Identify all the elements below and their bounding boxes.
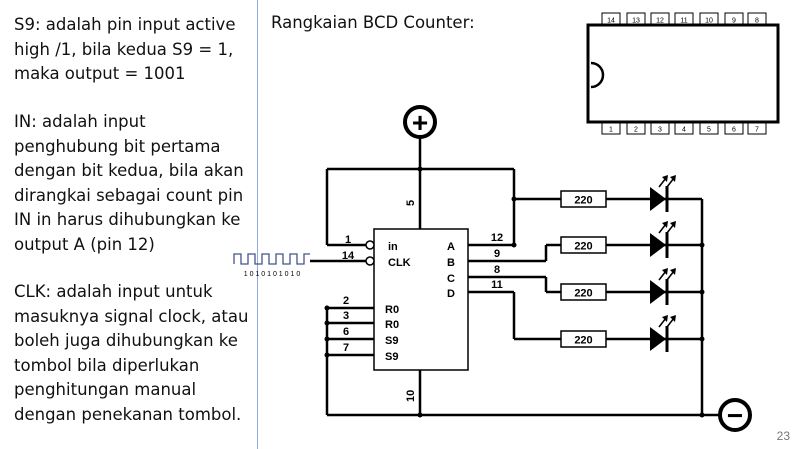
chip-pin-number: 4 bbox=[682, 127, 686, 134]
chip-reset-label: R0 bbox=[385, 304, 399, 316]
chip-pin-number: 12 bbox=[656, 18, 664, 25]
in-line: dirangkai sebagai count pin bbox=[14, 185, 244, 205]
chip-pin-number: 13 bbox=[632, 18, 640, 25]
in-line: output A (pin 12) bbox=[14, 234, 155, 254]
junction-dot bbox=[699, 289, 705, 295]
reset-pin-number: 6 bbox=[343, 326, 349, 338]
resistor-value: 220 bbox=[574, 195, 592, 207]
chip-reset-label: R0 bbox=[385, 319, 399, 331]
note-in: IN: adalah input penghubung bit pertama de… bbox=[14, 110, 244, 257]
junction-dot bbox=[324, 352, 330, 358]
reset-pin-number: 2 bbox=[343, 295, 349, 307]
chip-pin-number: 7 bbox=[755, 127, 759, 134]
led-icon bbox=[650, 327, 666, 351]
light-arrow-head bbox=[670, 315, 676, 322]
junction-dot bbox=[324, 305, 330, 311]
gnd-pin-number: 10 bbox=[405, 390, 417, 402]
chip-output-label: A bbox=[447, 241, 455, 253]
led-icon bbox=[650, 280, 666, 304]
junction-dot bbox=[417, 412, 423, 418]
resistor-value: 220 bbox=[574, 241, 592, 253]
led-icon bbox=[650, 187, 666, 211]
output-pin-number: 12 bbox=[491, 232, 503, 244]
light-arrow-head bbox=[662, 221, 668, 228]
vcc-pin-number: 5 bbox=[405, 200, 417, 206]
light-arrow-head bbox=[670, 221, 676, 228]
clk-line: tombol bila diperlukan bbox=[14, 355, 200, 375]
chip-pin-number: 3 bbox=[658, 127, 662, 134]
light-arrow-head bbox=[662, 175, 668, 182]
chip-input-label: CLK bbox=[388, 257, 411, 269]
chip-pin-number: 10 bbox=[705, 18, 713, 25]
chip-reset-label: S9 bbox=[385, 335, 398, 347]
chip-pin-number: 8 bbox=[755, 18, 759, 25]
light-arrow-head bbox=[662, 268, 668, 275]
chip-reset-label: S9 bbox=[385, 351, 398, 363]
resistor-value: 220 bbox=[574, 335, 592, 347]
chip-output-label: B bbox=[447, 257, 455, 269]
chip-pin-number: 5 bbox=[707, 127, 711, 134]
light-arrow-head bbox=[662, 315, 668, 322]
chip-pin-number: 1 bbox=[609, 127, 613, 134]
clock-waveform bbox=[233, 253, 310, 265]
s9-line: high /1, bila kedua S9 = 1, bbox=[14, 39, 234, 59]
page-number: 23 bbox=[776, 429, 790, 443]
junction-dot bbox=[511, 196, 517, 202]
note-s9: S9: adalah pin input active high /1, bila… bbox=[14, 13, 235, 87]
vcc-terminal: + bbox=[403, 105, 437, 139]
junction-dot bbox=[699, 412, 705, 418]
diagram-title: Rangkaian BCD Counter: bbox=[271, 13, 475, 32]
junction-dot bbox=[417, 166, 423, 172]
junction-dot bbox=[699, 336, 705, 342]
note-clk: CLK: adalah input untuk masuknya signal c… bbox=[14, 280, 248, 427]
junction-dot bbox=[324, 320, 330, 326]
s9-line: maka output = 1001 bbox=[14, 64, 186, 83]
in-line: penghubung bit pertama bbox=[14, 136, 221, 156]
in-line: dengan bit kedua, bila akan bbox=[14, 161, 244, 180]
notes-panel bbox=[0, 0, 258, 449]
resistor bbox=[560, 330, 607, 348]
resistor bbox=[560, 283, 607, 301]
chip-output-label: D bbox=[447, 288, 455, 300]
reset-pin-number: 7 bbox=[343, 342, 349, 354]
junction-dot bbox=[699, 242, 705, 248]
led-icon bbox=[650, 233, 666, 257]
chip-pin-number: 6 bbox=[732, 127, 736, 134]
clock-bits: 1 0 1 0 1 0 1 0 1 0 bbox=[244, 271, 301, 278]
reset-pin-number: 3 bbox=[343, 310, 349, 322]
s9-line: S9: adalah pin input active bbox=[14, 15, 236, 34]
chip-pin-number: 2 bbox=[634, 127, 638, 134]
clk-line: penghitungan manual bbox=[14, 380, 197, 399]
chip-pin-number: 9 bbox=[732, 18, 736, 25]
chip-output-label: C bbox=[447, 273, 455, 285]
chip-pin-number: 11 bbox=[680, 18, 687, 25]
resistor bbox=[560, 236, 607, 254]
in-line: IN in harus dihubungkan ke bbox=[14, 210, 241, 229]
output-pin-number: 11 bbox=[491, 279, 503, 291]
resistor-value: 220 bbox=[574, 288, 592, 300]
input-pin-number: 14 bbox=[342, 250, 355, 262]
svg-text:+: + bbox=[412, 107, 428, 138]
output-pin-number: 8 bbox=[494, 264, 500, 276]
chip-input-label: in bbox=[388, 241, 398, 253]
junction-dot bbox=[511, 242, 517, 248]
light-arrow-head bbox=[670, 175, 676, 182]
clk-line: boleh juga dihubungkan ke bbox=[14, 331, 238, 350]
chip-pin-number: 14 bbox=[607, 18, 615, 25]
clk-line: CLK: adalah input untuk bbox=[14, 282, 213, 301]
junction-dot bbox=[324, 336, 330, 342]
in-line: IN: adalah input bbox=[14, 112, 146, 131]
light-arrow-head bbox=[670, 268, 676, 275]
resistor bbox=[560, 190, 607, 208]
clk-line: masuknya signal clock, atau bbox=[14, 306, 249, 326]
input-pin-number: 1 bbox=[345, 234, 351, 246]
ic-7490-block bbox=[373, 228, 469, 371]
svg-text:−: − bbox=[727, 400, 743, 431]
clk-line: dengan penekanan tombol. bbox=[14, 404, 242, 424]
output-pin-number: 9 bbox=[494, 248, 500, 260]
gnd-terminal: − bbox=[718, 398, 752, 432]
chip-pinout bbox=[586, 23, 780, 124]
